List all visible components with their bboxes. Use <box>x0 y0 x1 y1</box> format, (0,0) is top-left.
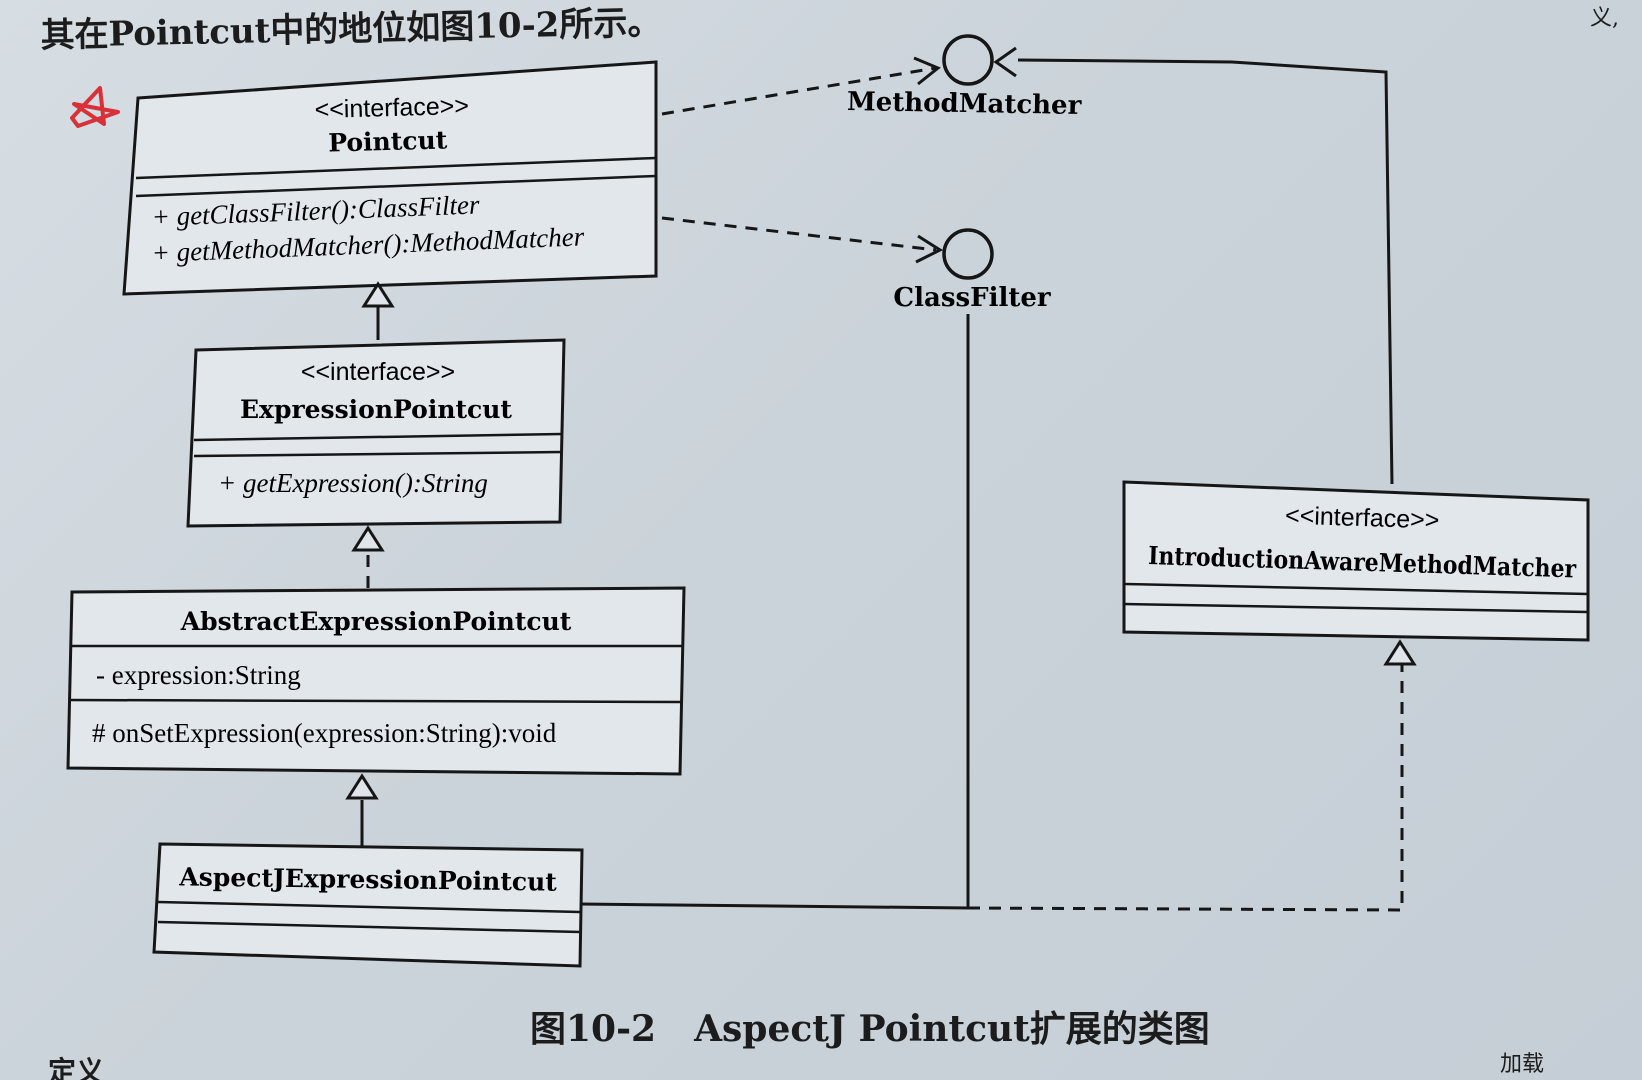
class-aspectj-expression-pointcut: AspectJExpressionPointcut <box>152 842 584 968</box>
expression-pointcut-stereotype: <<interface>> <box>301 358 455 386</box>
class-abstract-expression-pointcut: AbstractExpressionPointcut - expression:… <box>66 586 686 776</box>
abstract-expression-pointcut-name: AbstractExpressionPointcut <box>180 607 572 636</box>
figure-caption: 图10-2 AspectJ Pointcut扩展的类图 <box>530 1000 1210 1052</box>
realization-abstract-expression-pointcut-expression-pointcut <box>351 525 385 588</box>
generalization-expression-pointcut-pointcut <box>361 281 395 340</box>
pointcut-stereotype: <<interface>> <box>314 92 469 124</box>
class-filter-label: ClassFilter <box>893 283 1050 313</box>
realization-aspectj-introduction-aware-method-matcher <box>967 639 1417 912</box>
class-expression-pointcut: <<interface>> ExpressionPointcut + getEx… <box>186 338 566 528</box>
dependency-pointcut-method-matcher <box>661 56 941 116</box>
red-star-annotation <box>70 86 120 128</box>
expression-pointcut-name: ExpressionPointcut <box>240 395 512 424</box>
figure-title: AspectJ Pointcut扩展的类图 <box>694 1008 1210 1050</box>
bottom-right-text: 加载 <box>1500 1052 1545 1077</box>
dependency-pointcut-class-filter <box>661 216 944 264</box>
aspectj-expression-pointcut-name: AspectJExpressionPointcut <box>178 862 557 896</box>
abstract-expression-pointcut-method-on-set-expression: # onSetExpression(expression:String):voi… <box>92 718 557 748</box>
interface-method-matcher: MethodMatcher <box>847 34 1082 121</box>
class-pointcut: <<interface>> Pointcut + getClassFilter(… <box>122 60 658 296</box>
figure-number: 图10-2 <box>530 1008 657 1050</box>
introduction-aware-method-matcher-stereotype: <<interface>> <box>1285 502 1440 535</box>
pointcut-name: Pointcut <box>328 125 448 157</box>
class-introduction-aware-method-matcher: <<interface>> IntroductionAwareMethodMat… <box>1122 480 1590 642</box>
expression-pointcut-method-get-expression: + getExpression():String <box>218 468 488 498</box>
abstract-expression-pointcut-attribute-expression: - expression:String <box>96 660 301 690</box>
top-right-mark: 义, <box>1590 6 1619 31</box>
bottom-left-text: 定义 <box>48 1055 105 1080</box>
method-matcher-label: MethodMatcher <box>847 87 1082 121</box>
interface-class-filter: ClassFilter <box>893 228 1051 313</box>
association-introduction-aware-method-matcher <box>1017 58 1394 485</box>
generalization-aspectj-abstract <box>345 773 379 846</box>
